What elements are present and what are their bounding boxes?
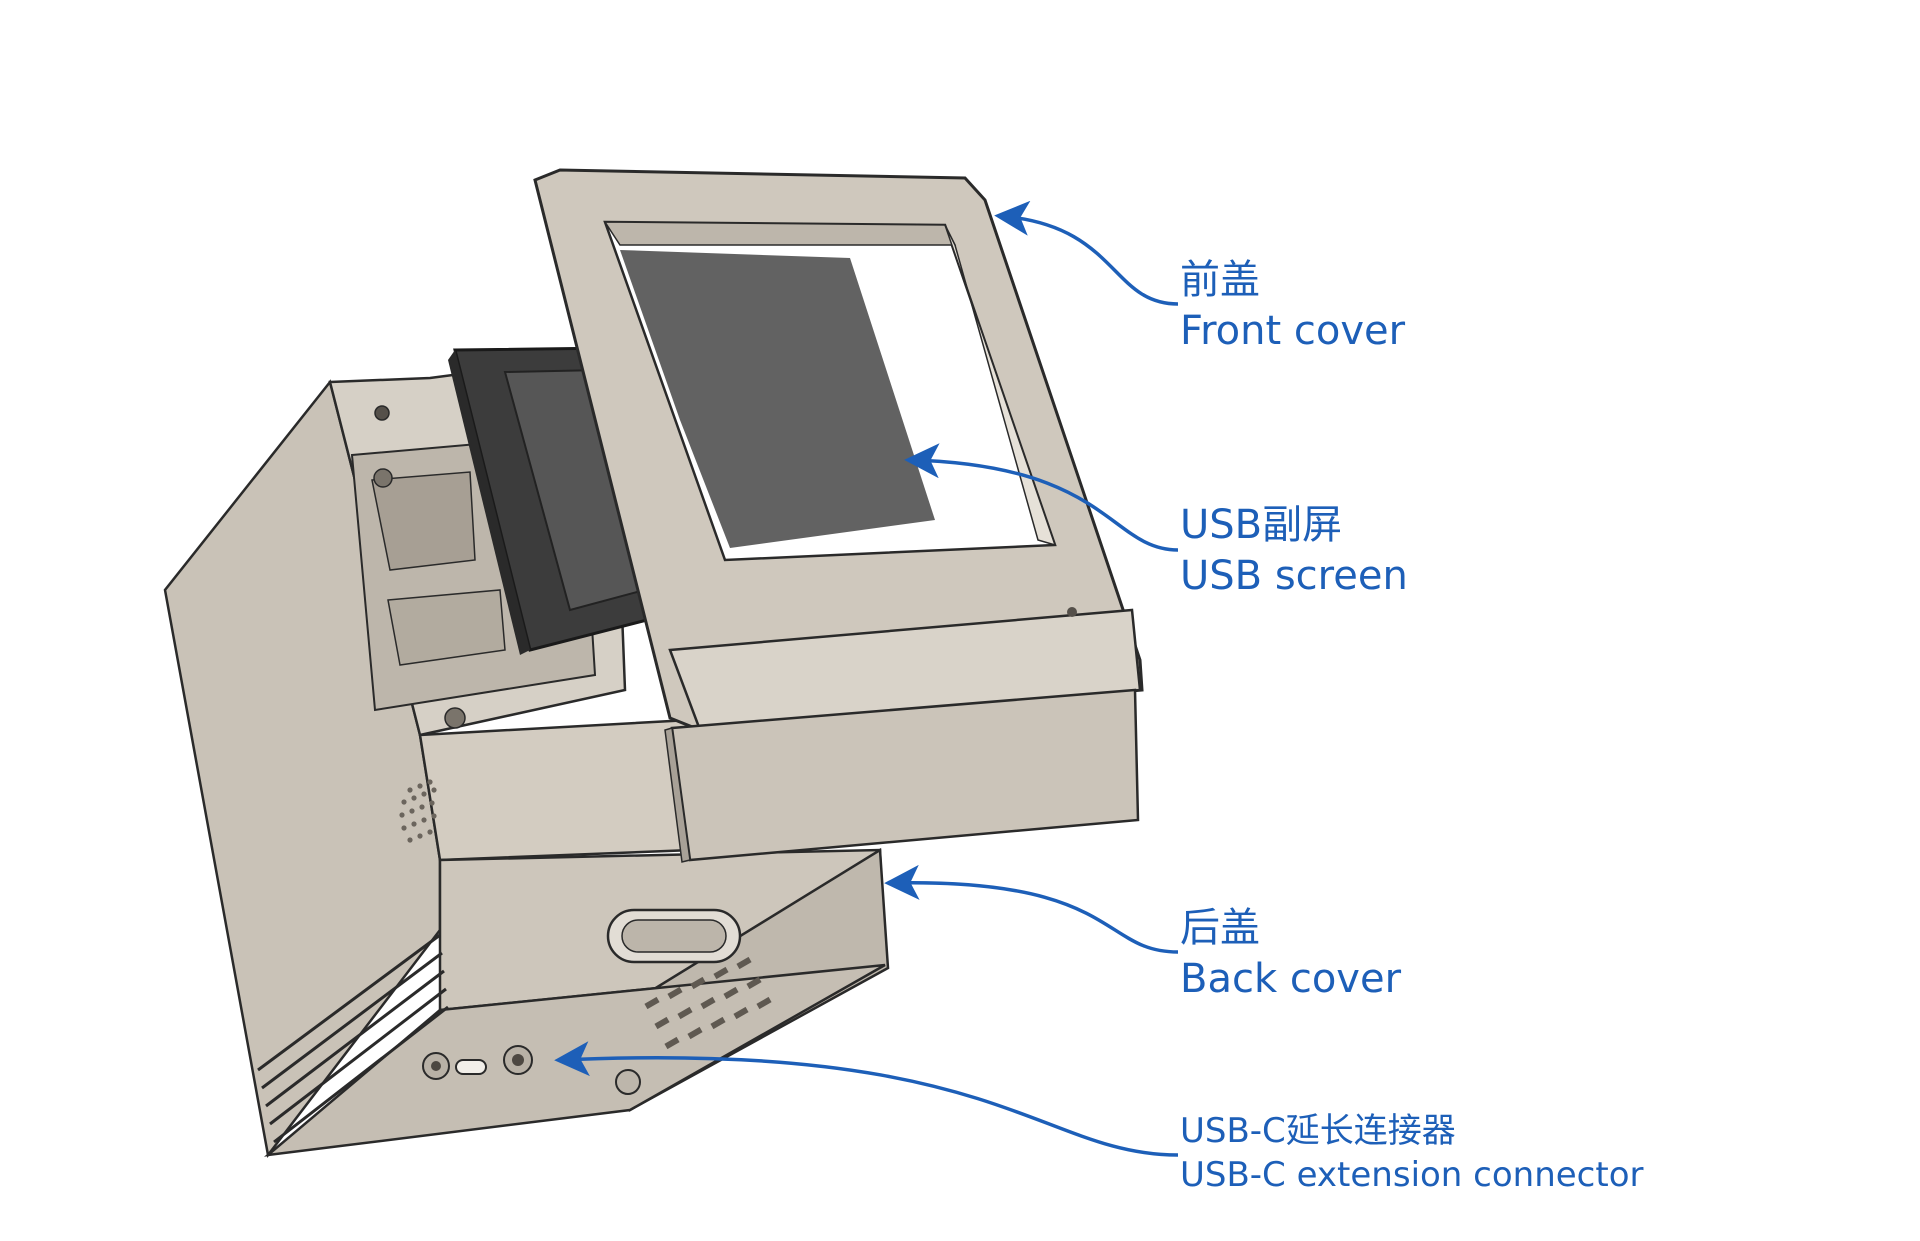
back-cover-part xyxy=(163,352,890,1159)
usbc-port-icon xyxy=(455,1059,487,1075)
back-cover-front-face xyxy=(418,718,694,862)
foot-icon xyxy=(615,1069,641,1095)
usbc-connector-part xyxy=(422,1045,641,1095)
screw-hole-icon xyxy=(374,405,390,421)
callout-front-cover-zh: 前盖 xyxy=(1180,257,1260,303)
screw-hole-icon xyxy=(373,468,393,488)
callout-front-cover: 前盖 Front cover xyxy=(1180,255,1405,357)
callout-usbc-connector-en: USB-C extension connector xyxy=(1180,1154,1644,1195)
screw-hole-icon xyxy=(444,707,466,729)
callout-back-cover: 后盖 Back cover xyxy=(1180,903,1401,1005)
callout-usb-screen-zh: USB副屏 xyxy=(1180,502,1343,548)
back-cover-leader xyxy=(884,864,1179,954)
speaker-grille-icon xyxy=(399,779,437,843)
callout-usbc-connector-zh: USB-C延长连接器 xyxy=(1180,1111,1456,1151)
callout-back-cover-zh: 后盖 xyxy=(1180,905,1260,951)
callout-leaders xyxy=(554,200,1179,1157)
side-vent-slots xyxy=(257,933,449,1144)
callout-usbc-connector: USB-C延长连接器 USB-C extension connector xyxy=(1180,1110,1643,1197)
front-cover-part xyxy=(533,168,1144,863)
callout-usb-screen-en: USB screen xyxy=(1180,553,1408,600)
usbc-connector-leader xyxy=(554,1041,1179,1157)
screen-through-window xyxy=(620,250,935,548)
screw-hole-icon xyxy=(1067,607,1077,617)
callout-back-cover-en: Back cover xyxy=(1180,956,1402,1003)
callout-usb-screen: USB副屏 USB screen xyxy=(1180,500,1408,602)
usb-screen-leader xyxy=(904,443,1179,552)
front-cover-leader xyxy=(994,200,1179,306)
bottom-vent-grid xyxy=(644,956,772,1050)
callout-front-cover-en: Front cover xyxy=(1180,308,1406,355)
